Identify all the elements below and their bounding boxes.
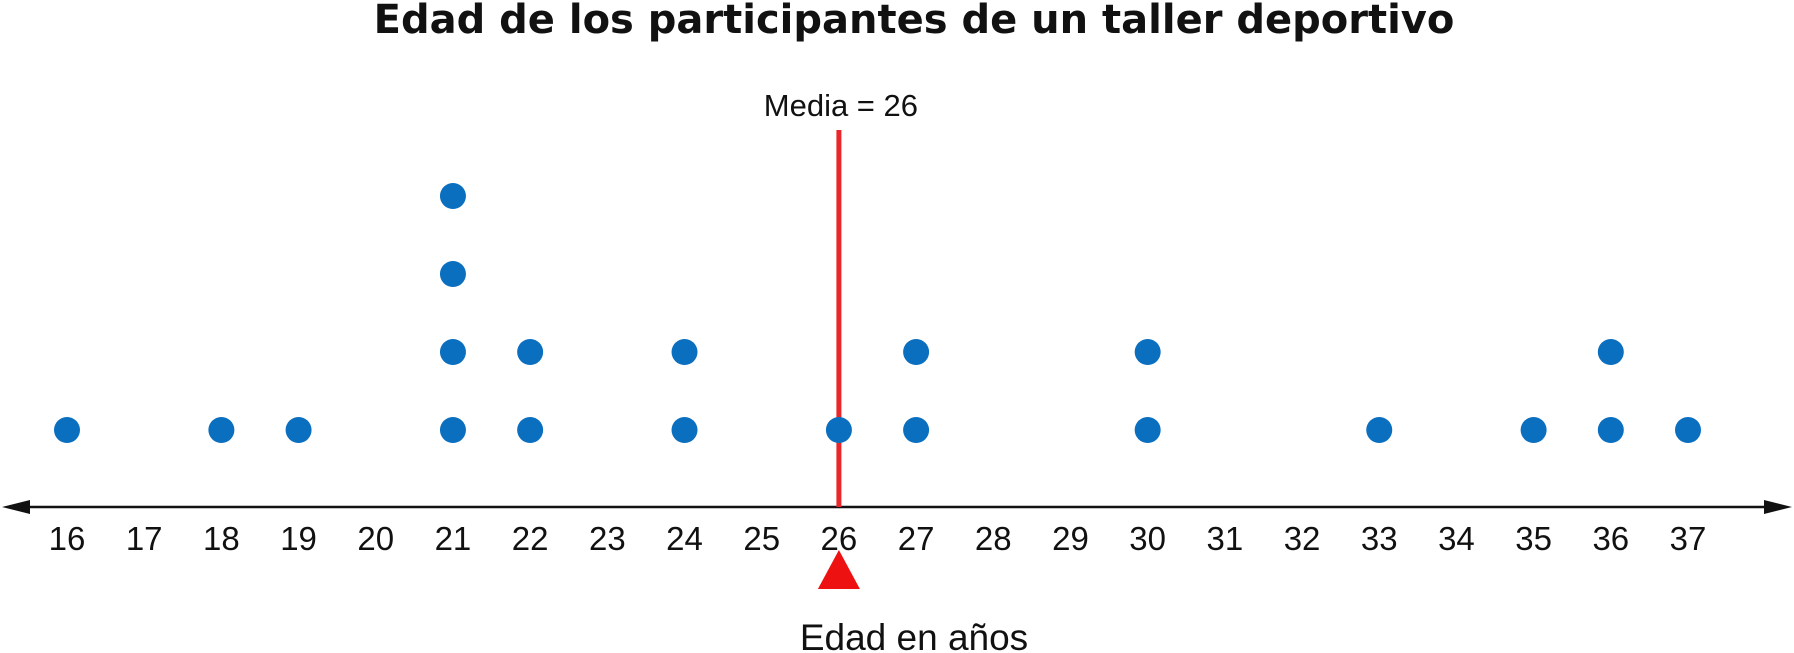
- tick-label: 32: [1284, 520, 1321, 557]
- data-point: [439, 339, 466, 365]
- data-point: [439, 183, 466, 209]
- data-point: [1134, 339, 1161, 365]
- tick-label: 20: [357, 520, 394, 557]
- tick-label: 37: [1670, 520, 1707, 557]
- mean-group: Media = 26: [764, 88, 918, 589]
- tick-label: 22: [512, 520, 549, 557]
- tick-label: 28: [975, 520, 1012, 557]
- data-point: [54, 417, 80, 443]
- tick-label: 18: [203, 520, 240, 557]
- data-point: [825, 417, 852, 443]
- tick-label: 35: [1515, 520, 1552, 557]
- data-point: [208, 417, 235, 443]
- data-point: [903, 339, 930, 365]
- tick-label: 25: [743, 520, 780, 557]
- data-point: [1366, 417, 1393, 443]
- tick-label: 29: [1052, 520, 1089, 557]
- tick-label: 27: [898, 520, 935, 557]
- data-point: [1520, 417, 1547, 443]
- tick-label: 19: [280, 520, 317, 557]
- data-point: [1597, 417, 1624, 443]
- data-point: [1134, 417, 1161, 443]
- tick-label: 30: [1129, 520, 1166, 557]
- axis-arrow-right: [1764, 500, 1792, 514]
- data-point: [439, 417, 466, 443]
- tick-label: 17: [126, 520, 163, 557]
- data-point: [439, 261, 466, 287]
- data-point: [285, 417, 312, 443]
- tick-label: 36: [1592, 520, 1629, 557]
- tick-label: 23: [589, 520, 626, 557]
- axis-arrow-left: [2, 500, 30, 514]
- tick-label: 21: [435, 520, 472, 557]
- mean-label: Media = 26: [764, 88, 918, 123]
- tick-label: 33: [1361, 520, 1398, 557]
- tick-label: 24: [666, 520, 703, 557]
- tick-label: 31: [1206, 520, 1243, 557]
- data-points: [54, 183, 1701, 443]
- tick-label: 16: [49, 520, 86, 557]
- data-point: [903, 417, 930, 443]
- chart-title: Edad de los participantes de un taller d…: [374, 0, 1455, 43]
- tick-label: 34: [1438, 520, 1475, 557]
- data-point: [671, 339, 698, 365]
- data-point: [1597, 339, 1624, 365]
- data-point: [517, 339, 544, 365]
- x-axis-label: Edad en años: [800, 617, 1028, 653]
- data-point: [517, 417, 544, 443]
- data-point: [671, 417, 698, 443]
- mean-marker-triangle: [817, 550, 860, 589]
- data-point: [1675, 417, 1701, 443]
- x-axis: [2, 500, 1792, 514]
